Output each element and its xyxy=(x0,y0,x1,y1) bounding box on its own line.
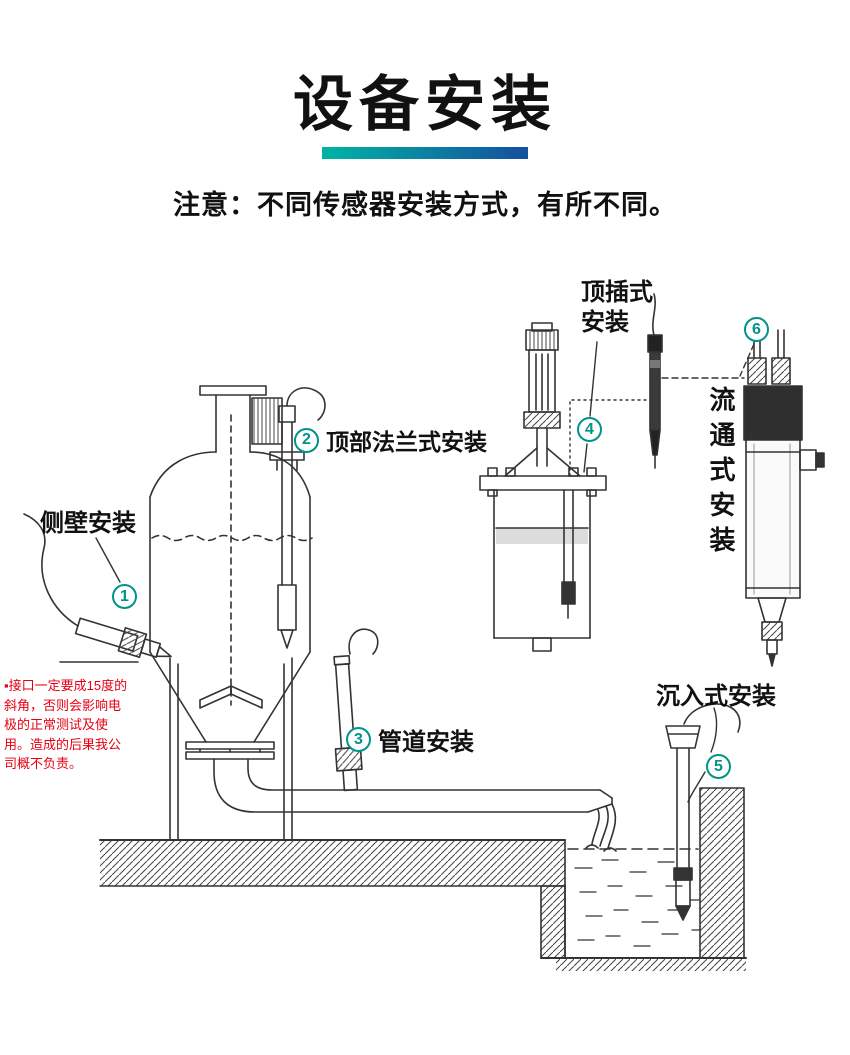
top-flange-probe xyxy=(269,387,326,649)
label-pipeline-install: 3 管道安装 xyxy=(346,722,474,757)
submersible-sensor xyxy=(665,703,741,921)
badge-5: 5 xyxy=(706,754,731,779)
badge-1: 1 xyxy=(112,584,137,609)
leader-lines xyxy=(95,341,755,803)
pipeline-sensor xyxy=(333,628,379,792)
electrode xyxy=(647,293,663,469)
floor-and-pit xyxy=(99,787,747,971)
label-pipeline-text: 管道安装 xyxy=(378,729,474,756)
stirred-tank xyxy=(149,385,313,841)
tank-liquid-level xyxy=(151,534,313,542)
label-top-insert-line1: 顶插式 xyxy=(581,279,653,306)
label-flow-through-install: 流通式安装 xyxy=(706,386,736,561)
flow-cell xyxy=(743,317,825,667)
drain-pipe xyxy=(213,758,617,852)
badge-4: 4 xyxy=(577,417,602,442)
label-submersible-install: 沉入式安装 xyxy=(656,683,776,710)
badge-2: 2 xyxy=(294,427,319,453)
label-top-flange-text: 顶部法兰式安装 xyxy=(326,429,487,455)
label-top-insert-line2: 安装 xyxy=(581,309,629,336)
side-wall-sensor xyxy=(23,513,172,663)
badge-3: 3 xyxy=(346,727,371,752)
top-insert-assembly xyxy=(479,322,607,652)
water-dashes xyxy=(574,859,700,947)
label-top-insert-install: 顶插式 安装 xyxy=(581,278,653,338)
label-top-flange-install: 2 顶部法兰式安装 xyxy=(294,423,487,457)
badge-6: 6 xyxy=(744,317,769,342)
page-title: 设备安装 xyxy=(293,71,557,138)
warning-note: ▪接口一定要成15度的斜角，否则会影响电极的正常测试及使用。造成的后果我公司概不… xyxy=(4,678,128,771)
note-text: 注意：不同传感器安装方式，有所不同。 xyxy=(173,190,677,220)
label-side-wall-install: 侧壁安装 xyxy=(40,510,136,537)
title-underline-bar xyxy=(322,147,528,159)
